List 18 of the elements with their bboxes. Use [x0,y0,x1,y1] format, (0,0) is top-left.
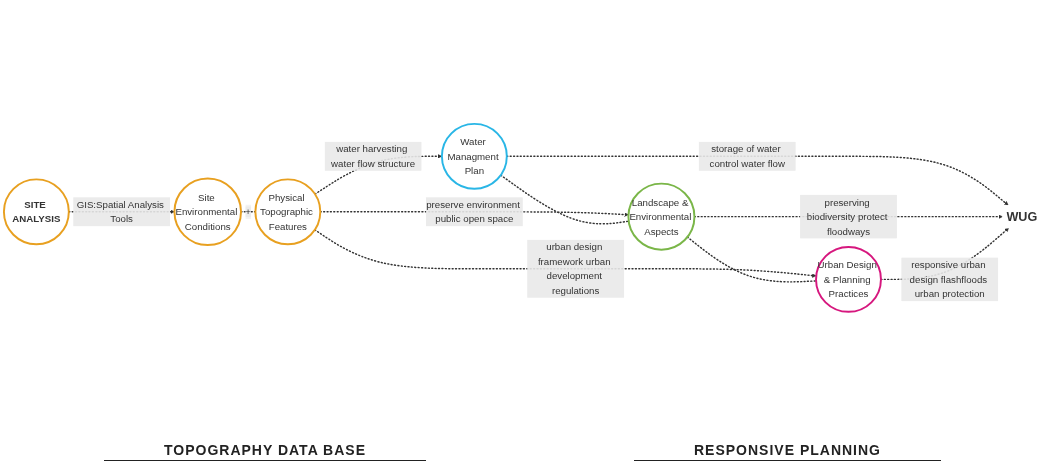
connector [686,236,817,283]
node-text: WUG [1006,208,1038,224]
edge-label: GIS:Spatial Analysis Tools [76,198,164,225]
node-circle: Landscape & Environmental Aspects [627,182,696,251]
edge-label: water harvesting water flow structure [331,143,416,169]
node-circle: Site Environmental Conditions [173,177,242,246]
edge-label: + [245,206,252,217]
edge-label: responsive urban design flashfloods urban protection [909,259,988,299]
edge-label: urban design framework urban development regulations [537,241,611,296]
edge-label: preserve environment public open space [426,198,520,225]
edge-label: preserving biodiversity protect floodways [806,196,888,237]
node-circle: Physical Topographic Features [254,178,322,245]
section-label: RESPONSIVE PLANNING [634,439,941,461]
connector [500,174,630,225]
node-circle: SITE ANALYSIS [2,178,70,245]
edge-label: storage of water control water flow [709,143,785,169]
node-circle: Water Managment Plan [440,122,508,190]
section-label: TOPOGRAPHY DATA BASE [104,439,426,461]
